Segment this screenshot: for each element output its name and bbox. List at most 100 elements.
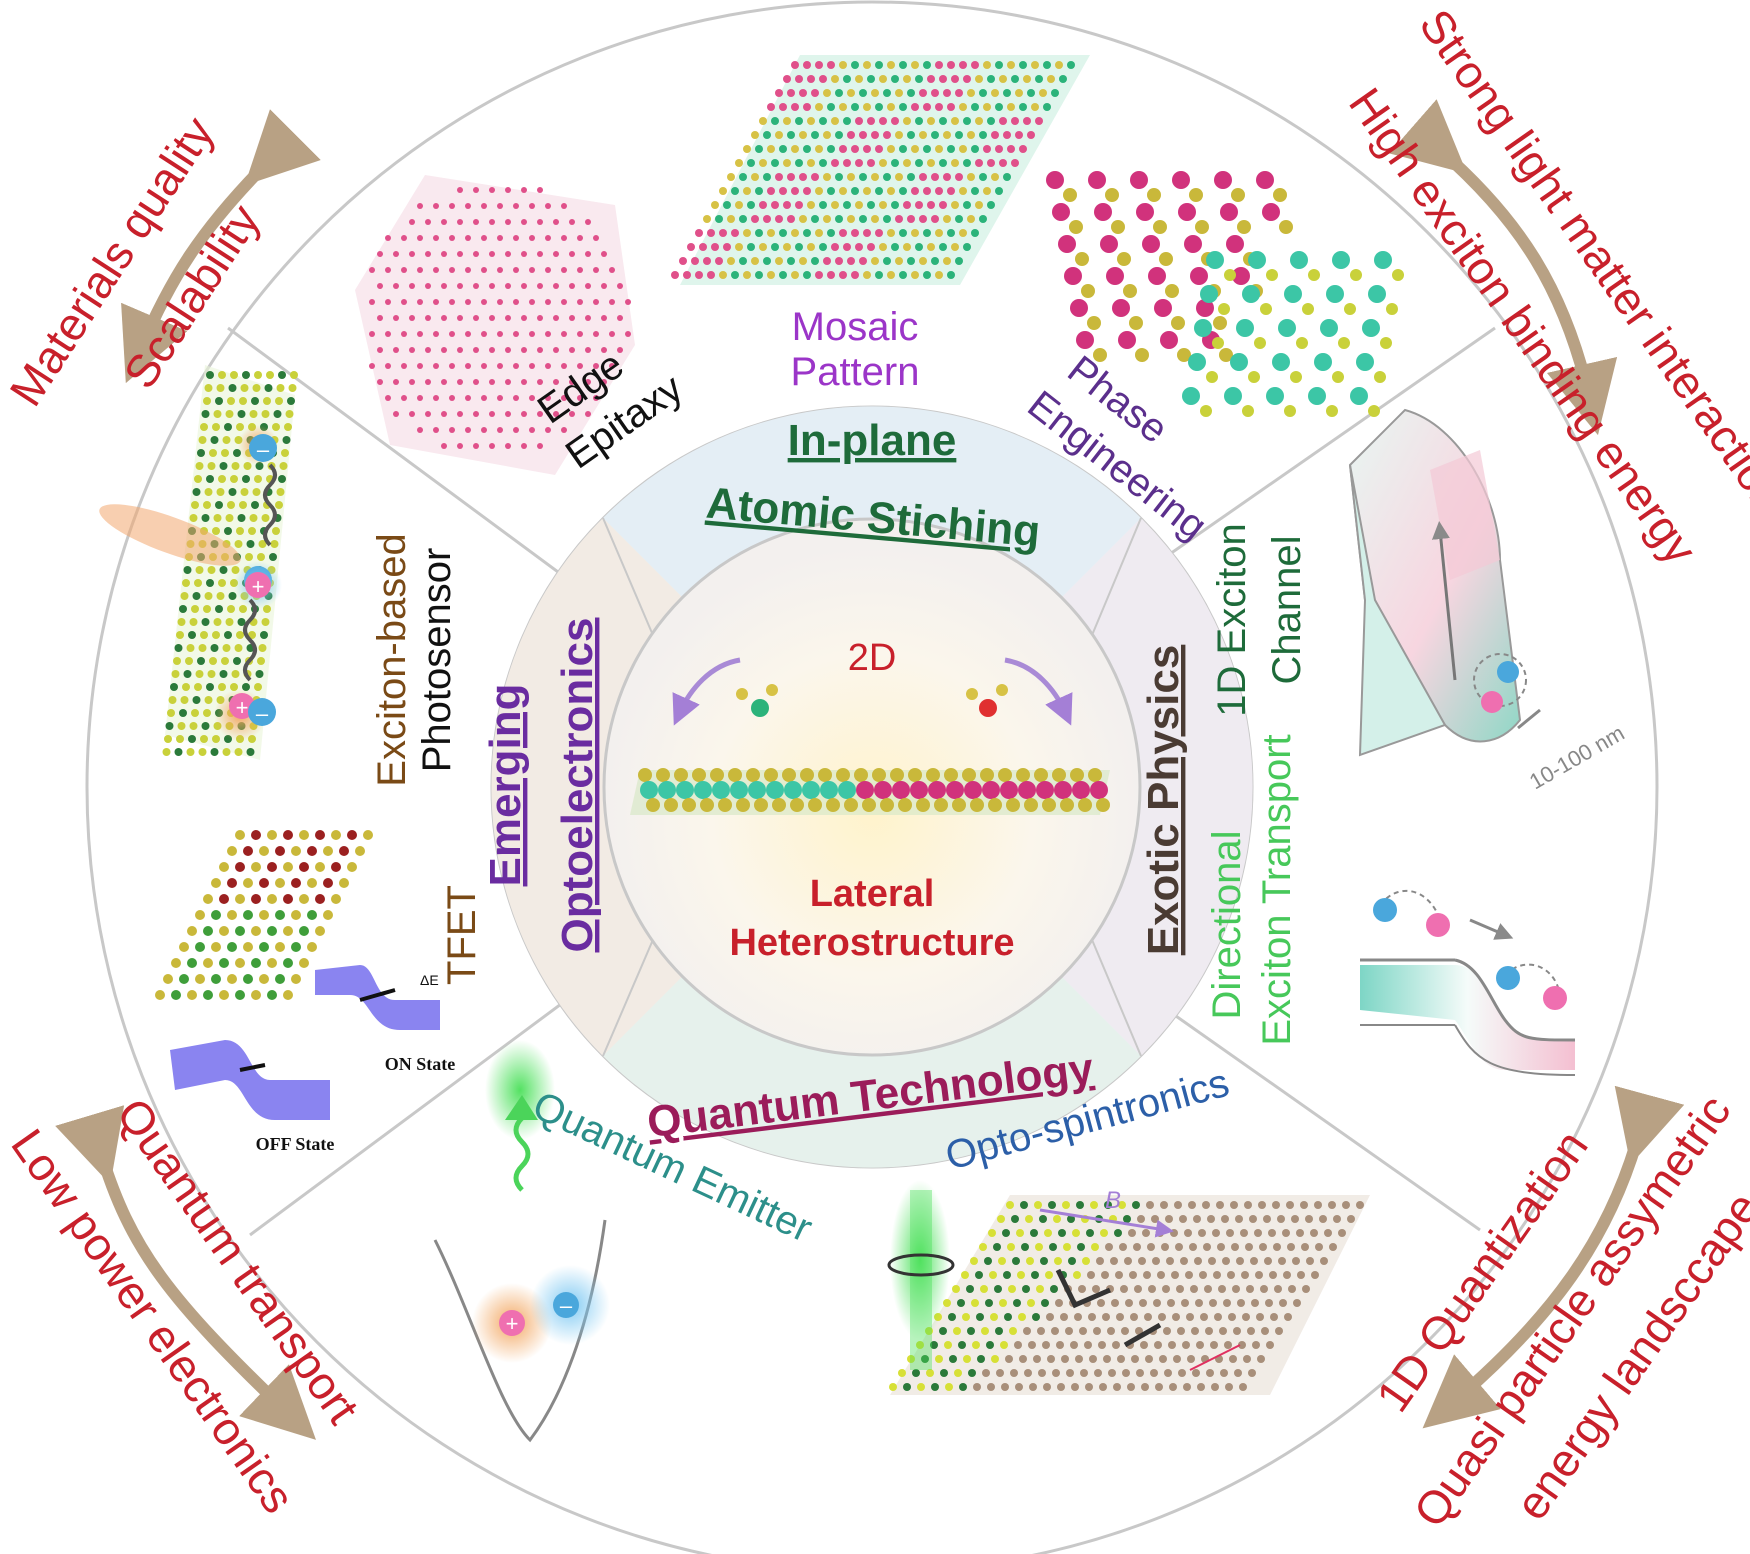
atom xyxy=(545,203,551,209)
atom xyxy=(895,173,903,181)
atom xyxy=(171,670,180,678)
atom xyxy=(951,75,959,83)
atom xyxy=(991,89,999,97)
atom xyxy=(1182,1341,1190,1349)
atom xyxy=(1058,1229,1066,1237)
atom xyxy=(907,173,915,181)
atom xyxy=(248,631,256,639)
atom xyxy=(980,1285,988,1293)
atom xyxy=(1272,353,1290,371)
atom xyxy=(847,89,855,97)
atom xyxy=(995,145,1003,153)
atom xyxy=(236,527,244,535)
atom xyxy=(747,159,755,167)
label-channel: Channel xyxy=(1265,535,1309,684)
atom xyxy=(377,379,383,385)
atom xyxy=(1096,798,1110,812)
atom xyxy=(251,862,261,872)
atom xyxy=(236,423,244,431)
atom xyxy=(1338,1229,1346,1237)
atom xyxy=(926,1369,934,1377)
atom xyxy=(879,201,887,209)
atom xyxy=(299,830,309,840)
atom xyxy=(197,449,205,457)
atom xyxy=(553,315,559,321)
atom xyxy=(1074,1313,1082,1321)
atom xyxy=(276,488,285,496)
atom xyxy=(417,267,423,273)
atom xyxy=(497,331,503,337)
atom xyxy=(198,644,207,652)
atom xyxy=(585,411,591,417)
atom xyxy=(759,159,767,167)
atom xyxy=(417,203,423,209)
atom xyxy=(259,878,269,888)
atom xyxy=(1031,103,1039,111)
atom xyxy=(728,768,742,782)
atom xyxy=(851,187,859,195)
atom xyxy=(497,267,503,273)
atom xyxy=(783,117,791,125)
atom xyxy=(771,201,779,209)
atom xyxy=(955,131,963,139)
atom xyxy=(1302,303,1314,315)
atom xyxy=(1247,1327,1255,1335)
atom xyxy=(755,271,763,279)
atom xyxy=(994,1285,1002,1293)
atom xyxy=(1180,1257,1188,1265)
atom xyxy=(898,1369,906,1377)
atom xyxy=(676,781,694,799)
atom xyxy=(1174,1201,1182,1209)
atom xyxy=(983,61,991,69)
atom xyxy=(290,371,298,379)
atom xyxy=(1087,316,1101,330)
atom xyxy=(569,219,575,225)
atom xyxy=(1175,1243,1183,1251)
atom xyxy=(958,1341,966,1349)
atom xyxy=(449,427,455,433)
atom xyxy=(1282,1229,1290,1237)
atom xyxy=(481,395,487,401)
atom xyxy=(1326,285,1344,303)
atom xyxy=(1183,1383,1191,1391)
atom xyxy=(931,215,939,223)
atom xyxy=(989,1271,997,1279)
atom xyxy=(601,347,607,353)
atom xyxy=(955,173,963,181)
atom xyxy=(385,363,391,369)
atom xyxy=(299,958,309,968)
atom xyxy=(827,103,835,111)
atom xyxy=(763,257,771,265)
atom xyxy=(879,243,887,251)
atom xyxy=(231,670,240,678)
atom xyxy=(609,299,615,305)
atom xyxy=(545,331,551,337)
atom xyxy=(315,862,325,872)
atom xyxy=(1117,1355,1125,1363)
atom xyxy=(561,235,567,241)
atom xyxy=(505,187,511,193)
atom xyxy=(195,566,204,574)
atom xyxy=(915,117,923,125)
atom xyxy=(923,229,931,237)
atom xyxy=(957,1299,965,1307)
atom xyxy=(1368,285,1386,303)
atom xyxy=(863,103,871,111)
atom xyxy=(883,131,891,139)
atom xyxy=(211,878,221,888)
atom xyxy=(287,397,295,405)
atom xyxy=(1081,284,1095,298)
atom xyxy=(1011,117,1019,125)
atom xyxy=(203,990,213,1000)
atom xyxy=(970,798,984,812)
atom xyxy=(963,159,971,167)
atom xyxy=(963,201,971,209)
atom xyxy=(211,942,221,952)
atom xyxy=(401,267,407,273)
section-emerging: Emerging xyxy=(481,684,530,887)
atom xyxy=(1028,1341,1036,1349)
atom xyxy=(1347,1215,1355,1223)
atom xyxy=(1272,1201,1280,1209)
atom xyxy=(162,748,171,756)
atom xyxy=(715,215,723,223)
